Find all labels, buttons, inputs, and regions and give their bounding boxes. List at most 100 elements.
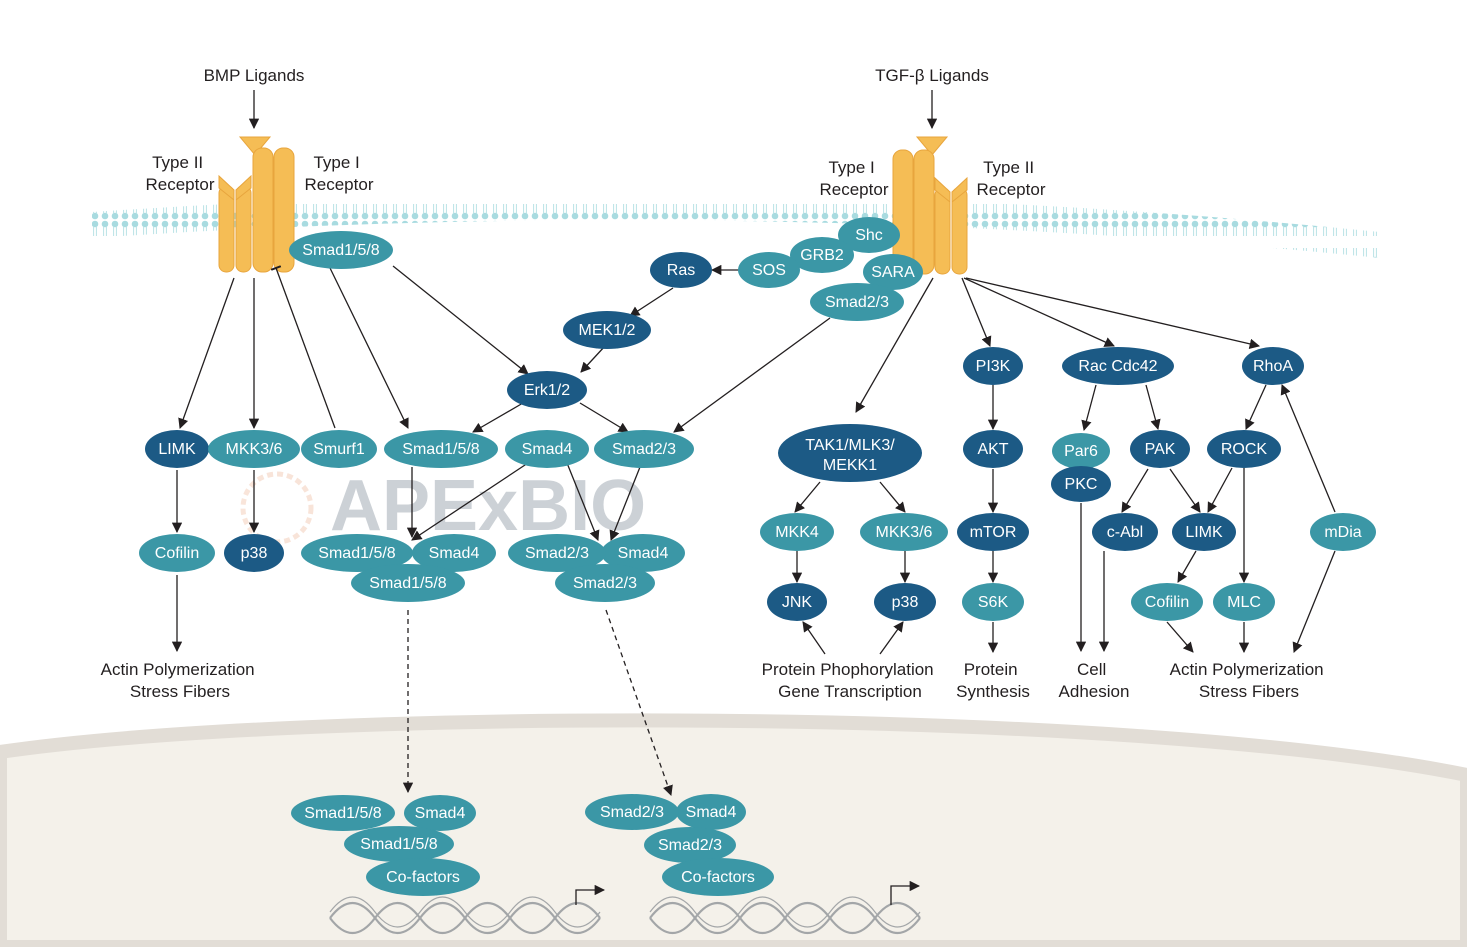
edges xyxy=(171,264,1336,796)
node-shape xyxy=(1207,430,1281,468)
node-limk-right: LIMK xyxy=(1172,513,1236,551)
node-label: Smad2/3 xyxy=(573,575,637,592)
node-erk12: Erk1/2 xyxy=(507,371,587,409)
node-shape xyxy=(1213,583,1275,621)
node-label: Smad2/3 xyxy=(600,804,664,821)
node-shape xyxy=(404,795,476,831)
node-label: Smad2/3 xyxy=(658,837,722,854)
node-label: Smad1/5/8 xyxy=(369,575,446,592)
node-tak1-mlk3-mekk1: TAK1/MLK3/ MEKK1 xyxy=(778,424,922,482)
node-shape xyxy=(962,583,1024,621)
node-shape xyxy=(838,217,900,253)
node-nuc2-smad4: Smad4 xyxy=(676,794,746,830)
watermark: APExBIO xyxy=(240,466,646,546)
node-cofilin-left: Cofilin xyxy=(139,534,215,572)
node-shape xyxy=(301,534,413,572)
edge-mdia-actin xyxy=(1292,550,1336,653)
node-label: AKT xyxy=(977,441,1008,458)
edge-ras-mek xyxy=(629,287,674,317)
node-nuc2-smad23-b: Smad2/3 xyxy=(644,827,736,863)
node-label: p38 xyxy=(892,594,919,611)
node-cx1-smad4: Smad4 xyxy=(412,534,496,572)
node-shape xyxy=(508,534,606,572)
node-label: Co-factors xyxy=(681,869,755,886)
node-shape xyxy=(291,795,395,831)
node-label: PAK xyxy=(1145,441,1176,458)
node-cx2-smad23-a: Smad2/3 xyxy=(508,534,606,572)
node-label: Smad4 xyxy=(522,441,573,458)
node-mkk36-right: MKK3/6 xyxy=(860,513,948,551)
node-label: LIMK xyxy=(1185,524,1223,541)
node-mek12: MEK1/2 xyxy=(563,311,651,349)
edge-mdia-rhoa xyxy=(1280,384,1336,513)
node-label: Smad4 xyxy=(429,545,480,562)
node-label: Smad4 xyxy=(415,805,466,822)
edge-smurf1-inhibit-bmp xyxy=(270,265,336,429)
node-shape xyxy=(810,283,904,321)
node-shape xyxy=(738,252,800,288)
tgfb-type2-receptor-label: Type II Receptor xyxy=(977,158,1046,199)
edge-phos-p38 xyxy=(879,621,904,655)
node-shape xyxy=(224,534,284,572)
node-label: Smad1/5/8 xyxy=(304,805,381,822)
edge-pak-cabl xyxy=(1121,468,1149,513)
node-smad4-mid: Smad4 xyxy=(505,430,589,468)
edge-tgfb-rhoa xyxy=(965,277,1261,349)
edge-smad23top-smad23mid xyxy=(673,317,831,433)
svg-text:TAK1/MLK3/: TAK1/MLK3/ xyxy=(805,437,895,454)
transcription-start-arrow-left xyxy=(575,884,606,905)
node-label: MEK1/2 xyxy=(579,322,636,339)
node-shape xyxy=(366,858,480,896)
edge-pak-limk xyxy=(1169,468,1201,513)
node-label: ROCK xyxy=(1221,441,1268,458)
node-shape xyxy=(139,534,215,572)
node-label: Smad2/3 xyxy=(612,441,676,458)
node-nuc2-cofactors: Co-factors xyxy=(662,858,774,896)
edge-phos-jnk xyxy=(802,621,826,655)
edge-smad4mid-complex2 xyxy=(566,462,600,541)
node-label: MLC xyxy=(1227,594,1261,611)
outcome-protein-synthesis: Protein Synthesis xyxy=(956,660,1030,701)
node-rac-cdc42: Rac Cdc42 xyxy=(1062,347,1174,385)
tgfb-type1-receptor-label: Type I Receptor xyxy=(820,158,889,199)
node-label: RhoA xyxy=(1253,358,1293,375)
edge-mek-erk xyxy=(580,345,606,373)
node-shape xyxy=(145,430,209,468)
node-cx2-smad4: Smad4 xyxy=(601,534,685,572)
edge-smad4mid-complex1 xyxy=(411,462,529,541)
node-label: PI3K xyxy=(976,358,1011,375)
node-label: Smad4 xyxy=(618,545,669,562)
node-label: mTOR xyxy=(970,524,1017,541)
edge-erk-smad23mid xyxy=(579,402,629,433)
tgfb-receptor-complex xyxy=(892,136,968,275)
transcription-start-arrow-right xyxy=(890,880,921,905)
node-label: Rac Cdc42 xyxy=(1078,358,1157,375)
edge-limk-cofilin-right xyxy=(1177,550,1197,583)
node-nuc1-cofactors: Co-factors xyxy=(366,858,480,896)
edge-tgfb-pi3k xyxy=(961,277,992,347)
edge-tgfb-rac xyxy=(963,277,1115,347)
node-shape xyxy=(650,252,712,288)
node-pkc: PKC xyxy=(1051,466,1111,502)
node-mkk4: MKK4 xyxy=(760,513,834,551)
outcome-actin-left: Actin Polymerization Stress Fibers xyxy=(101,660,260,701)
node-label: c-Abl xyxy=(1107,524,1143,541)
edge-bmp-limk xyxy=(178,277,235,429)
dna-helix-left xyxy=(329,896,601,934)
edge-cofilin-actin-right xyxy=(1166,621,1194,653)
watermark-logo-icon xyxy=(240,471,314,545)
node-cofilin-right: Cofilin xyxy=(1131,583,1203,621)
dna-helix-right xyxy=(649,896,921,934)
node-mtor: mTOR xyxy=(957,513,1029,551)
node-nuc1-smad158-b: Smad1/5/8 xyxy=(344,826,454,862)
node-shape xyxy=(384,430,498,468)
node-label: Smad1/5/8 xyxy=(302,242,379,259)
node-smad158-top: Smad1/5/8 xyxy=(289,231,393,269)
node-shape xyxy=(344,826,454,862)
node-shape xyxy=(594,430,694,468)
node-shape xyxy=(1131,583,1203,621)
edge-rac-pak xyxy=(1145,384,1161,431)
node-shape xyxy=(676,794,746,830)
cell-membrane xyxy=(92,194,1380,258)
